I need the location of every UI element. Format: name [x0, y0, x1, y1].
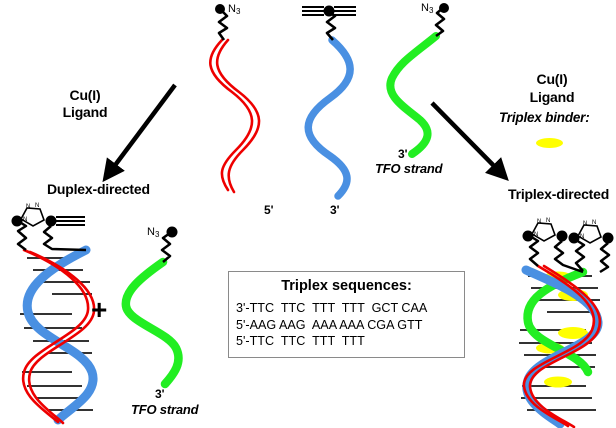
azide-dot-green: [439, 3, 449, 13]
right-triazole-linker-1: N N N: [522, 218, 584, 274]
right-arrow-reagent-line2: Ligand: [529, 89, 575, 105]
azide-label-left-tfo: N3: [147, 226, 160, 239]
left-product-tfo-strand: [121, 226, 183, 389]
triazole-ring: [530, 222, 556, 242]
triazole-ring: [19, 207, 45, 227]
svg-text:N: N: [537, 219, 541, 225]
right-arrow-reagent-line1: Cu(I): [536, 71, 568, 87]
svg-text:N: N: [35, 203, 39, 209]
top-green-tfo-strand: [386, 3, 449, 158]
triazole-right-dot: [45, 215, 57, 227]
duplex-directed-label: Duplex-directed: [47, 181, 150, 197]
azide-label-red-strand: N3: [228, 3, 241, 16]
triplex-sequences-box: Triplex sequences: 3'-TTC TTC TTT TTT GC…: [228, 271, 465, 358]
triazole-ring: [576, 224, 602, 244]
left-duplex-product: N N N: [11, 203, 98, 425]
sequence-box-lines: 3'-TTC TTC TTT TTT GCT CAA 5'-AAG AAG AA…: [236, 301, 428, 349]
green-strand-end-label: 3': [398, 147, 408, 161]
svg-text:N: N: [26, 204, 30, 210]
left-tfo-strand-label: TFO strand: [131, 402, 199, 417]
triplex-directed-label: Triplex-directed: [508, 186, 610, 202]
azide-dot-tfo-left: [166, 226, 178, 238]
red-strand-end-label: 5': [264, 203, 274, 217]
left-triazole-linker: N N N: [11, 203, 87, 252]
svg-text:N: N: [546, 218, 550, 224]
triplex-binder-swatch: [536, 138, 563, 148]
left-duplex-base-pairs: [20, 256, 93, 412]
left-tfo-end-label: 3': [155, 387, 165, 401]
top-red-strand: [208, 4, 261, 194]
top-tfo-strand-label: TFO strand: [375, 161, 443, 176]
right-triplex-product: N N N N N N: [519, 218, 614, 428]
top-blue-strand: [302, 5, 356, 200]
blue-strand-end-label: 3': [330, 203, 340, 217]
triplex-binder-label: Triplex binder:: [499, 110, 590, 125]
triazole-left-dot: [11, 215, 23, 227]
sequence-box-title: Triplex sequences:: [281, 278, 412, 294]
azide-label-green-strand: N3: [421, 2, 434, 15]
svg-text:N: N: [583, 221, 587, 227]
svg-text:N: N: [580, 234, 584, 240]
left-arrow-reagent-line1: Cu(I): [69, 87, 101, 103]
alkyne-dot-blue: [323, 5, 335, 17]
azide-dot-red: [215, 4, 225, 14]
left-arrow-reagent-line2: Ligand: [62, 104, 108, 120]
svg-text:N: N: [592, 220, 596, 226]
plus-sign: +: [91, 294, 108, 325]
svg-text:N: N: [23, 217, 27, 223]
svg-text:N: N: [534, 232, 538, 238]
right-reaction-arrow: [430, 101, 509, 181]
right-triazole-linker-2: N N N: [568, 220, 614, 274]
alkyne-group-blue: [302, 6, 356, 16]
left-reaction-arrow: [102, 83, 177, 183]
free-alkyne-left-product: [56, 216, 85, 226]
